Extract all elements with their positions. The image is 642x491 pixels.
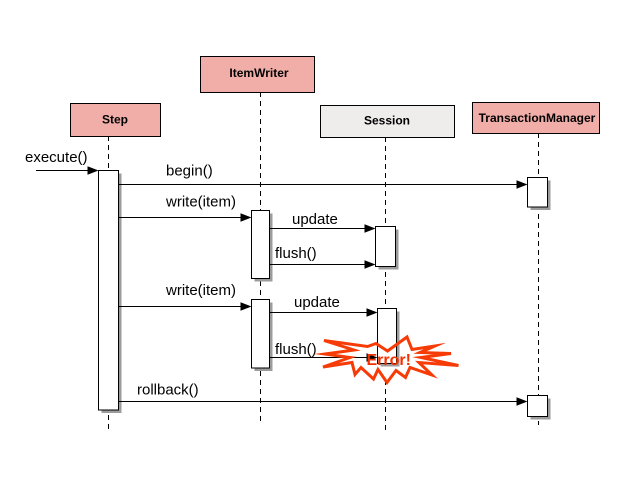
svg-text:execute(): execute() <box>25 149 88 166</box>
svg-text:Error!: Error! <box>367 352 411 369</box>
svg-text:flush(): flush() <box>275 341 317 358</box>
svg-text:Session: Session <box>364 114 410 128</box>
svg-text:update: update <box>294 294 340 311</box>
svg-text:write(item): write(item) <box>165 194 236 211</box>
svg-text:begin(): begin() <box>166 163 213 180</box>
svg-text:TransactionManager: TransactionManager <box>479 111 596 125</box>
svg-text:ItemWriter: ItemWriter <box>229 66 288 80</box>
svg-text:rollback(): rollback() <box>137 382 199 399</box>
svg-text:update: update <box>292 211 338 228</box>
svg-text:flush(): flush() <box>275 245 317 262</box>
svg-text:Step: Step <box>102 113 128 127</box>
svg-text:write(item): write(item) <box>165 282 236 299</box>
